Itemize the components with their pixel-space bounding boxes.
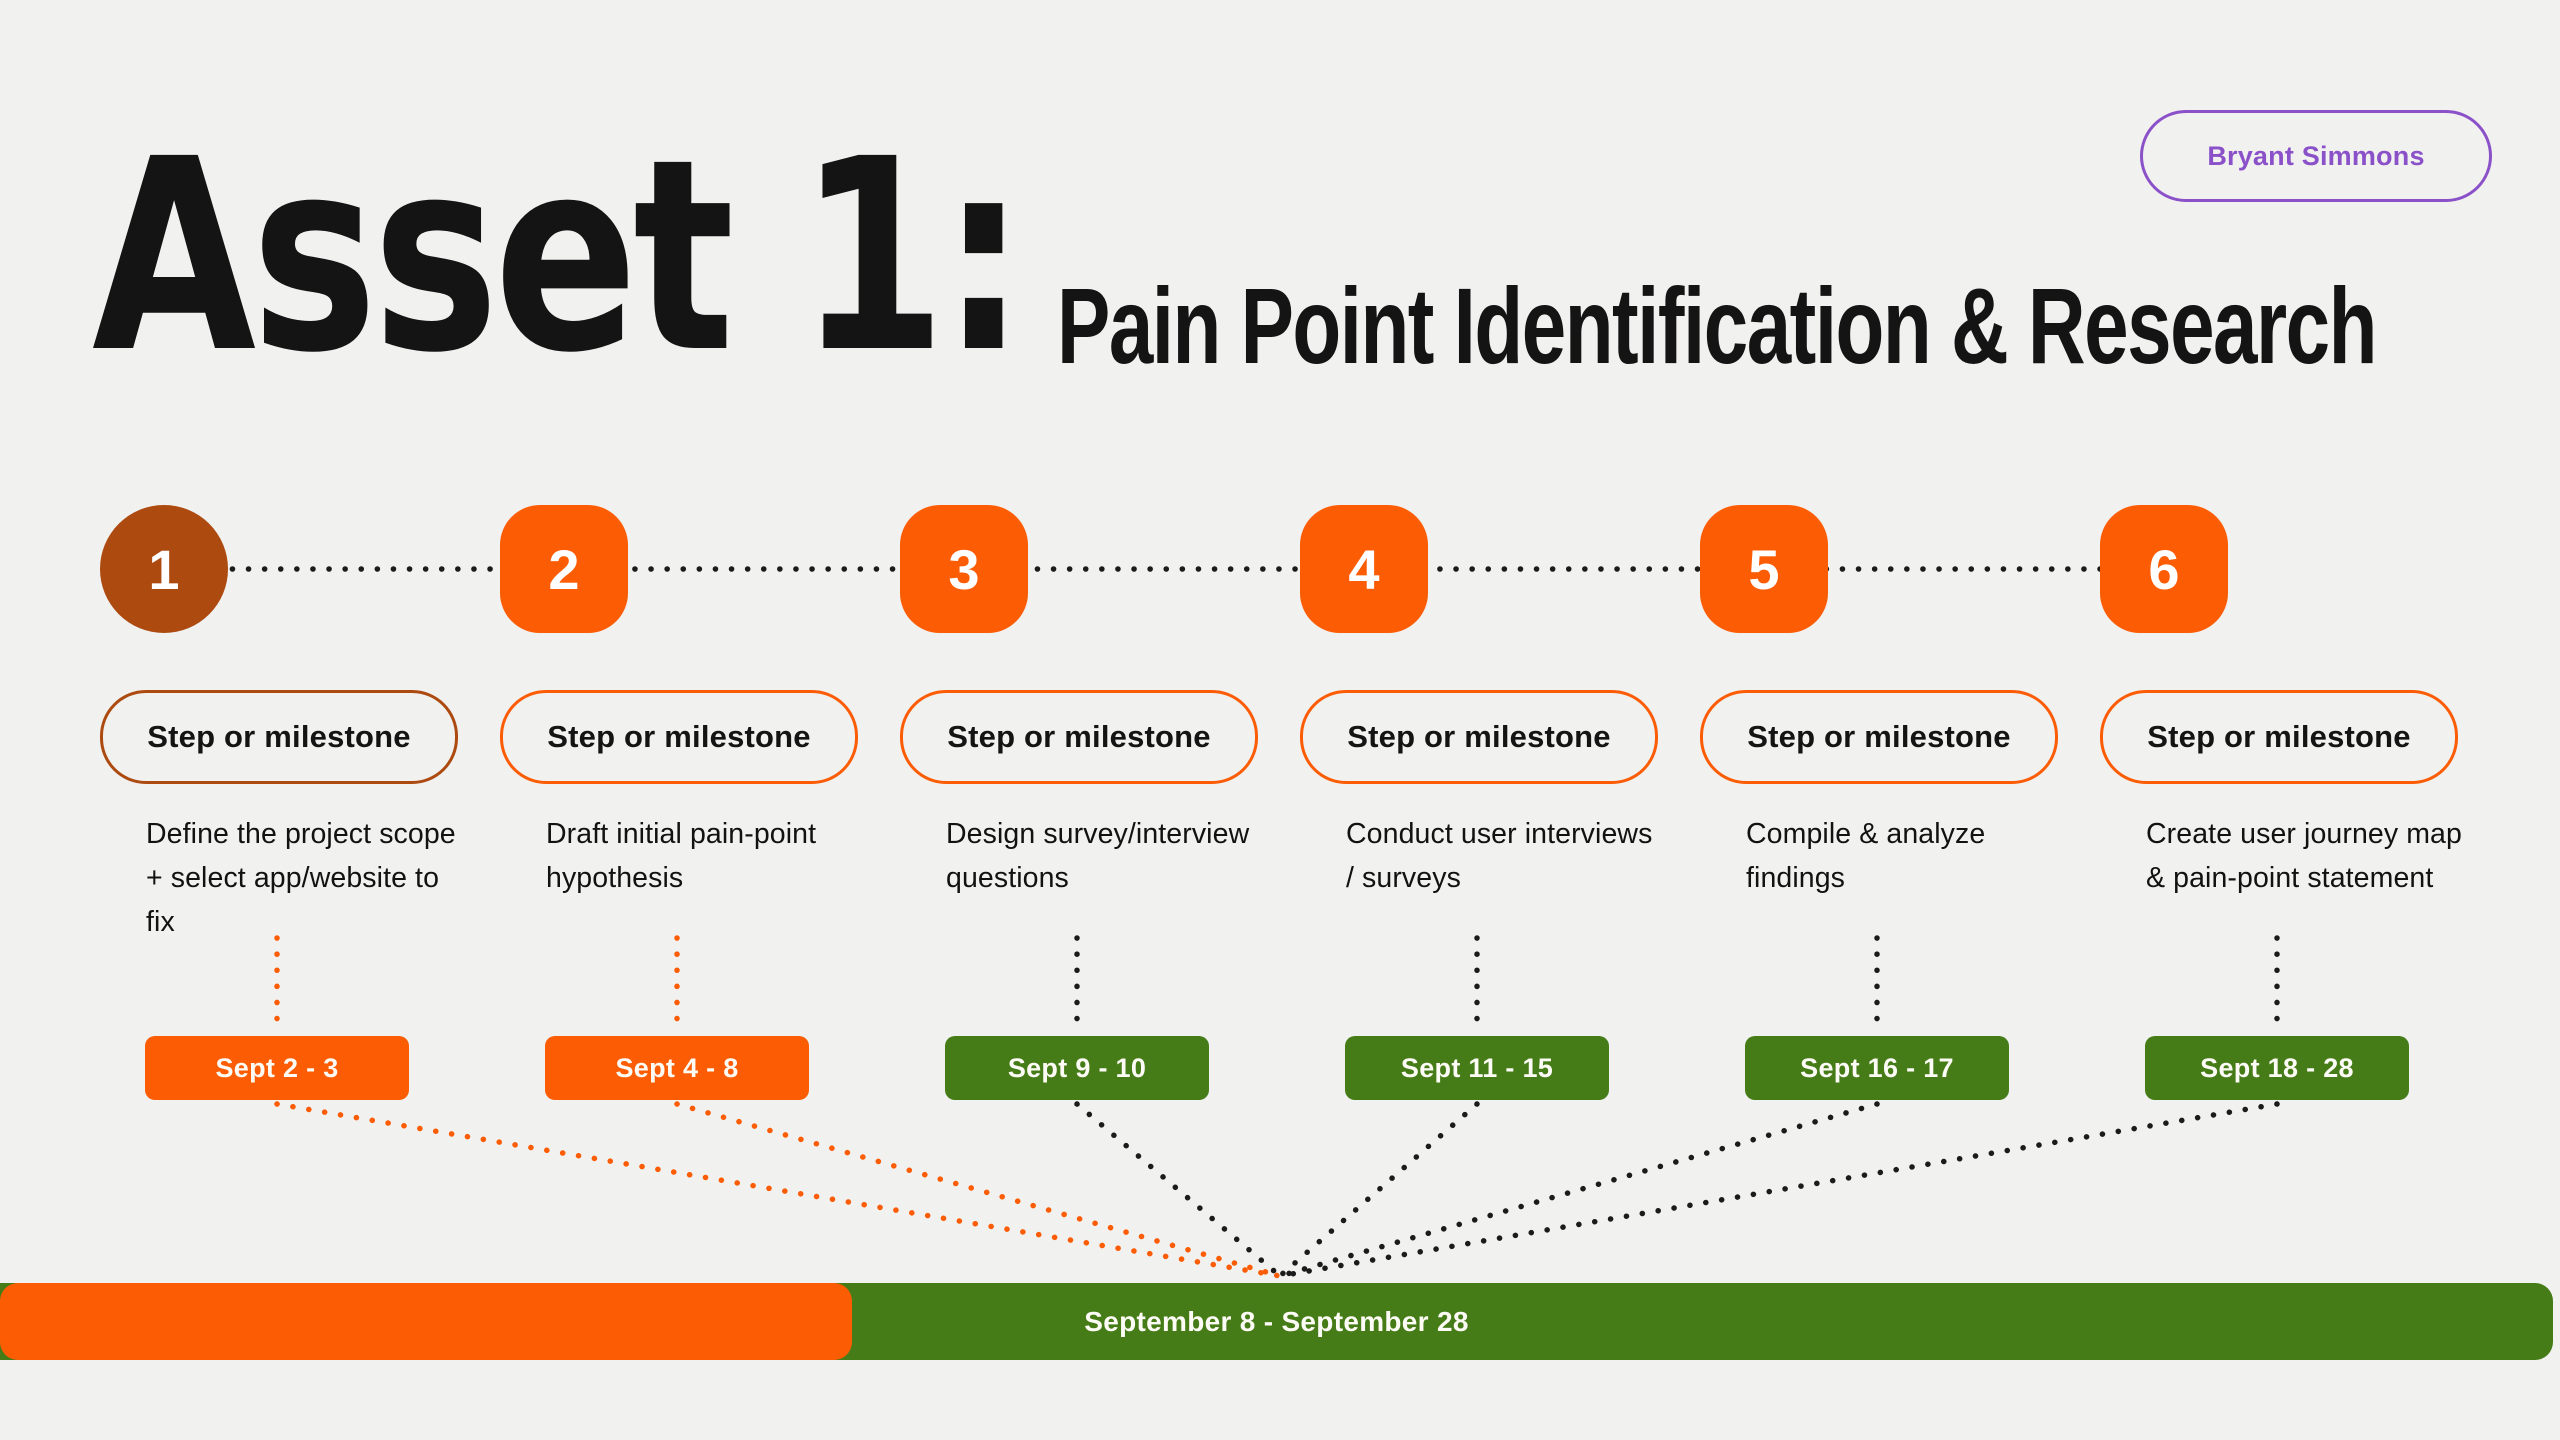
timeline-progress-bar: September 8 - September 28 xyxy=(0,1283,2553,1360)
step-date-badge: Sept 4 - 8 xyxy=(545,1036,809,1100)
step-milestone-pill: Step or milestone xyxy=(500,690,858,784)
timeline-orange-segment xyxy=(0,1283,852,1360)
step-number-marker: 1 xyxy=(100,505,228,633)
timeline-date-range-label: September 8 - September 28 xyxy=(1084,1305,1469,1337)
step-milestone-label: Step or milestone xyxy=(947,719,1211,754)
step-date-badge: Sept 16 - 17 xyxy=(1745,1036,2009,1100)
step-number: 5 xyxy=(1748,537,1780,601)
step-column: 5 Step or milestone Compile & analyze fi… xyxy=(1700,505,2100,1165)
step-description: Design survey/interview questions xyxy=(946,818,1250,895)
step-milestone-pill: Step or milestone xyxy=(1700,690,2058,784)
step-number: 3 xyxy=(948,537,980,601)
step-number-marker: 2 xyxy=(500,505,628,633)
step-description: Define the project scope + select app/we… xyxy=(146,818,456,939)
step-number-marker: 6 xyxy=(2100,505,2228,633)
step-number-marker: 3 xyxy=(900,505,1028,633)
step-column: 4 Step or milestone Conduct user intervi… xyxy=(1300,505,1700,1165)
step-milestone-label: Step or milestone xyxy=(1747,719,2011,754)
step-date-badge: Sept 18 - 28 xyxy=(2145,1036,2409,1100)
step-number-marker: 4 xyxy=(1300,505,1428,633)
step-description: Compile & analyze findings xyxy=(1746,818,1986,895)
connector-diagonal xyxy=(1277,1101,1480,1279)
step-number: 4 xyxy=(1348,537,1380,601)
step-milestone-label: Step or milestone xyxy=(547,719,811,754)
step-milestone-label: Step or milestone xyxy=(1347,719,1611,754)
step-date-badge: Sept 2 - 3 xyxy=(145,1036,409,1100)
page-subtitle: Pain Point Identification & Research xyxy=(1057,265,2377,386)
step-description: Create user journey map & pain-point sta… xyxy=(2146,818,2462,895)
step-description: Conduct user interviews / surveys xyxy=(1346,818,1653,895)
step-column: 2 Step or milestone Draft initial pain-p… xyxy=(500,505,900,1165)
step-column: 3 Step or milestone Design survey/interv… xyxy=(900,505,1300,1165)
author-button[interactable]: Bryant Simmons xyxy=(2140,110,2492,202)
step-number: 6 xyxy=(2148,537,2180,601)
step-date-badge: Sept 11 - 15 xyxy=(1345,1036,1609,1100)
page-title: Asset 1: xyxy=(92,103,1026,411)
step-column: 6 Step or milestone Create user journey … xyxy=(2100,505,2500,1165)
step-number-marker: 5 xyxy=(1700,505,1828,633)
connector-diagonal xyxy=(1277,1101,1880,1279)
step-milestone-pill: Step or milestone xyxy=(100,690,458,784)
step-milestone-pill: Step or milestone xyxy=(900,690,1258,784)
step-number: 1 xyxy=(148,537,180,601)
step-date-badge: Sept 9 - 10 xyxy=(945,1036,1209,1100)
step-column: 1 Step or milestone Define the project s… xyxy=(100,505,500,1165)
step-number: 2 xyxy=(548,537,580,601)
step-milestone-label: Step or milestone xyxy=(2147,719,2411,754)
step-milestone-pill: Step or milestone xyxy=(2100,690,2458,784)
step-milestone-label: Step or milestone xyxy=(147,719,411,754)
step-milestone-pill: Step or milestone xyxy=(1300,690,1658,784)
step-description: Draft initial pain-point hypothesis xyxy=(546,818,817,895)
